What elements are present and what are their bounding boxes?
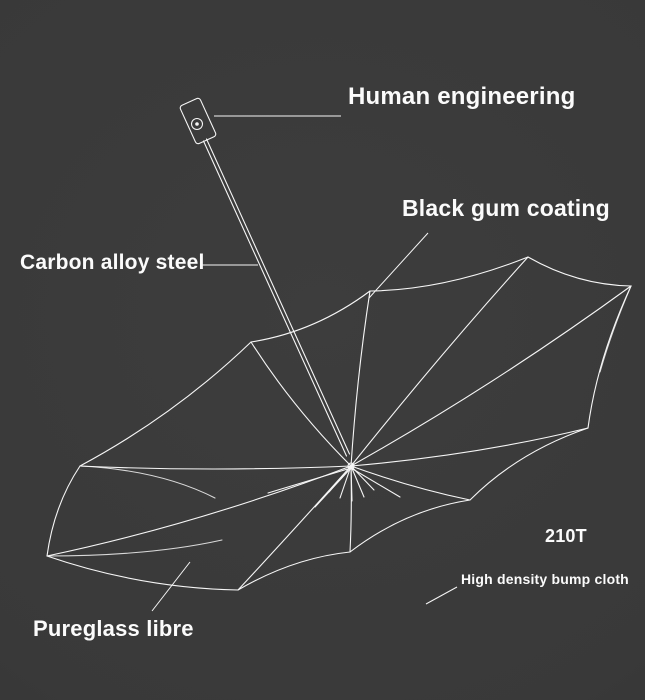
leader-black-gum-coating <box>368 232 429 299</box>
label-high-density-bump-cloth: High density bump cloth <box>461 571 629 587</box>
umbrella-ribs <box>46 256 632 591</box>
label-carbon-alloy-steel: Carbon alloy steel <box>20 251 205 274</box>
leader-lines <box>151 115 458 612</box>
umbrella-shaft <box>202 138 351 457</box>
label-human-engineering: Human engineering <box>348 83 576 110</box>
label-fabric-density: 210T <box>545 526 587 546</box>
label-pureglass-libre: Pureglass libre <box>33 616 194 641</box>
umbrella-creases <box>46 285 632 557</box>
umbrella-handle-icon <box>179 97 217 145</box>
umbrella-canopy-outline <box>46 256 632 591</box>
label-black-gum-coating: Black gum coating <box>402 195 610 221</box>
leader-high-density-bump-cloth <box>425 586 458 605</box>
leader-pureglass-libre <box>151 561 191 612</box>
